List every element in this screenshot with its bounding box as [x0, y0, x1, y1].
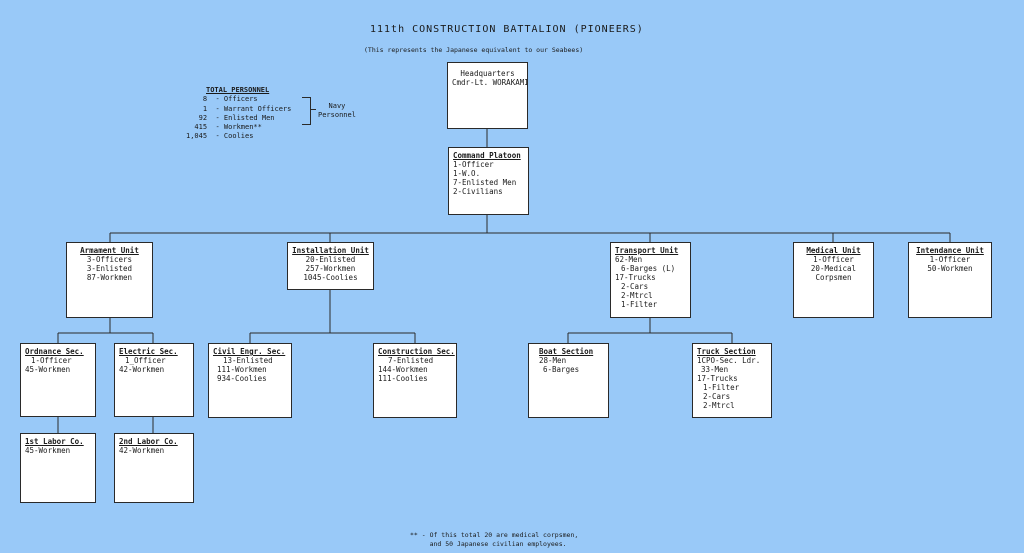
box-line: 1045-Coolies: [303, 273, 358, 282]
box-title: Medical Unit: [806, 246, 861, 255]
box-line: 2-Civilians: [453, 187, 503, 196]
box-line: 1-Officer: [929, 255, 971, 264]
box-line: 1-Filter: [703, 383, 740, 392]
navy-brace-tip: [310, 109, 316, 110]
box-title: Command Platoon: [453, 151, 521, 160]
civil-engineering-section-box: Civil Engr. Sec. 13-Enlisted 111-Workmen…: [208, 343, 292, 418]
box-line: Corpsmen: [815, 273, 852, 282]
box-line: 3-Officers: [86, 255, 133, 264]
second-labor-company-box: 2nd Labor Co. 42-Workmen: [114, 433, 194, 503]
box-title: Intendance Unit: [916, 246, 984, 255]
box-title: 2nd Labor Co.: [119, 437, 178, 446]
footnote-line: ** - Of this total 20 are medical corpsm…: [410, 531, 579, 539]
box-line: 3-Enlisted: [86, 264, 133, 273]
truck-section-box: Truck Section 1CPO-Sec. Ldr. 33-Men 17-T…: [692, 343, 772, 418]
box-line: 87-Workmen: [86, 273, 133, 282]
footnote: ** - Of this total 20 are medical corpsm…: [410, 531, 578, 549]
box-line: 2-Cars: [621, 282, 649, 291]
box-line: 1-Filter: [621, 300, 658, 309]
command-platoon-box: Command Platoon 1-Officer 1-W.O. 7-Enlis…: [448, 147, 529, 215]
box-line: 1CPO-Sec. Ldr.: [697, 356, 761, 365]
box-title: Transport Unit: [615, 246, 679, 255]
box-line: 6-Barges (L): [621, 264, 676, 273]
installation-unit-box: Installation Unit 20-Enlisted 257-Workme…: [287, 242, 374, 290]
box-line: 1-Officer: [31, 356, 72, 365]
box-line: 1_Officer: [125, 356, 166, 365]
chart-subtitle: (This represents the Japanese equivalent…: [364, 46, 584, 54]
first-labor-company-box: 1st Labor Co. 45-Workmen: [20, 433, 96, 503]
box-line: 17-Trucks: [615, 273, 656, 282]
headquarters-box: Headquarters Cmdr-Lt. WORAKAMI: [447, 62, 528, 129]
box-line: 33-Men: [701, 365, 729, 374]
box-line: 1-W.O.: [453, 169, 481, 178]
total-personnel-block: TOTAL PERSONNEL 8 - Officers 1 - Warrant…: [186, 86, 291, 142]
ordnance-section-box: Ordnance Sec. 1-Officer 45-Workmen: [20, 343, 96, 417]
box-line: 2-Mtrcl: [703, 401, 735, 410]
chart-title: 111th CONSTRUCTION BATTALION (PIONEERS): [370, 24, 644, 35]
personnel-row: 8 - Officers: [186, 95, 258, 104]
armament-unit-box: Armament Unit 3-Officers 3-Enlisted 87-W…: [66, 242, 153, 318]
box-line: 2-Cars: [703, 392, 731, 401]
box-line: 42-Workmen: [119, 446, 165, 455]
box-line: 62-Men: [615, 255, 643, 264]
box-line: 17-Trucks: [697, 374, 738, 383]
box-title: Installation Unit: [292, 246, 369, 255]
construction-section-box: Construction Sec. 7-Enlisted 144-Workmen…: [373, 343, 457, 418]
box-title: Civil Engr. Sec.: [213, 347, 286, 356]
box-line: 6-Barges: [543, 365, 580, 374]
box-line: 42-Workmen: [119, 365, 165, 374]
box-line: 1-Officer: [453, 160, 494, 169]
navy-personnel-label: Navy Personnel: [318, 102, 356, 120]
box-line: 45-Workmen: [25, 365, 71, 374]
box-title: Ordnance Sec.: [25, 347, 84, 356]
box-line: 28-Men: [539, 356, 567, 365]
box-title: Electric Sec.: [119, 347, 178, 356]
box-line: 111-Coolies: [378, 374, 428, 383]
boat-section-box: Boat Section 28-Men 6-Barges: [528, 343, 609, 418]
box-line: 7-Enlisted: [388, 356, 434, 365]
box-line: 934-Coolies: [217, 374, 267, 383]
box-title: Truck Section: [697, 347, 756, 356]
transport-unit-box: Transport Unit 62-Men 6-Barges (L) 17-Tr…: [610, 242, 691, 318]
box-line: 257-Workmen: [305, 264, 356, 273]
electric-section-box: Electric Sec. 1_Officer 42-Workmen: [114, 343, 194, 417]
intendance-unit-box: Intendance Unit 1-Officer 50-Workmen: [908, 242, 992, 318]
box-line: 13-Enlisted: [223, 356, 273, 365]
total-personnel-heading: TOTAL PERSONNEL: [206, 86, 270, 94]
medical-unit-box: Medical Unit 1-Officer 20-Medical Corpsm…: [793, 242, 874, 318]
personnel-row: 92 - Enlisted Men: [186, 113, 275, 122]
box-line: 20-Enlisted: [305, 255, 356, 264]
personnel-row: 1 - Warrant Officers: [186, 104, 292, 113]
navy-label-line: Personnel: [318, 111, 356, 119]
box-line: 45-Workmen: [25, 446, 71, 455]
box-line: Headquarters: [460, 69, 515, 78]
box-line: 2-Mtrcl: [621, 291, 653, 300]
box-title: Boat Section: [539, 347, 594, 356]
footnote-line: and 50 Japanese civilian employees.: [410, 540, 567, 548]
navy-brace: [302, 97, 311, 125]
box-line: 20-Medical: [810, 264, 857, 273]
navy-label-line: Navy: [328, 102, 346, 110]
box-line: 144-Workmen: [378, 365, 428, 374]
box-line: 50-Workmen: [927, 264, 973, 273]
box-title: Construction Sec.: [378, 347, 455, 356]
box-line: 1-Officer: [813, 255, 854, 264]
box-line: 7-Enlisted Men: [453, 178, 517, 187]
box-title: 1st Labor Co.: [25, 437, 84, 446]
box-line: Cmdr-Lt. WORAKAMI: [452, 78, 528, 87]
personnel-row: 415 - Workmen**: [186, 123, 262, 132]
box-line: 111-Workmen: [217, 365, 267, 374]
personnel-row: 1,045 - Coolies: [186, 132, 254, 141]
box-title: Armament Unit: [80, 246, 139, 255]
